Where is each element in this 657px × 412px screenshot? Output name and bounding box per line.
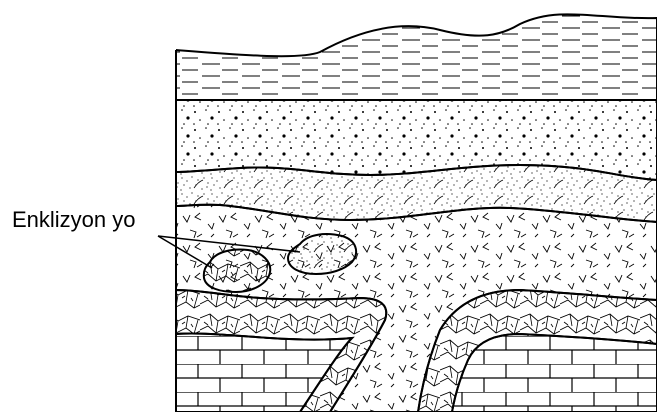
rock-layers <box>176 14 657 412</box>
inclusion-label: Enklizyon yo <box>12 207 136 233</box>
inclusion-rock-left <box>204 250 270 293</box>
layer-limestone-right <box>452 334 657 412</box>
layer-shale <box>176 14 657 100</box>
